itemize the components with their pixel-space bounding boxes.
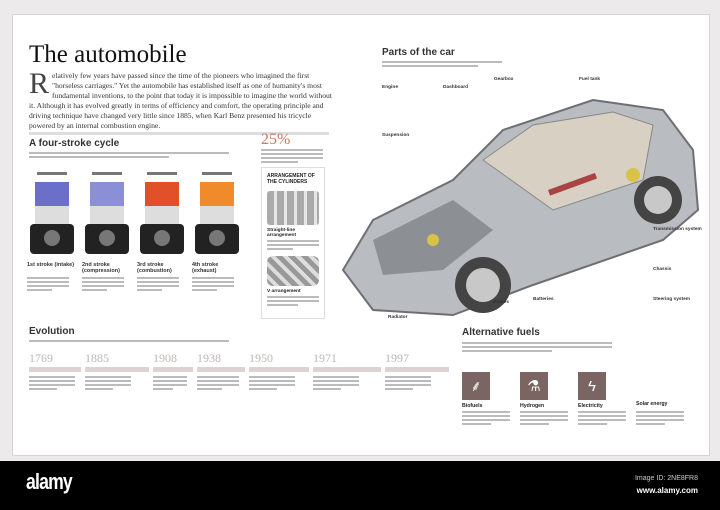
timeline-segment (249, 367, 309, 372)
divider (29, 132, 329, 135)
stroke-label: 3rd stroke (combustion) (137, 262, 172, 274)
timeline-description (385, 376, 431, 392)
timeline-description (249, 376, 295, 392)
timeline-year: 1971 (313, 351, 337, 365)
efficiency-value: 25% (261, 131, 291, 148)
stroke-description (27, 277, 69, 293)
car-part-label: Gearbox (494, 77, 514, 82)
alamy-logo: alamy (26, 469, 73, 494)
stroke-label: 4th stroke (exhaust) (192, 262, 219, 274)
car-part-label: Dashboard (443, 85, 469, 90)
cylinder-arrangement-box: ARRANGEMENT OF THE CYLINDERS Straight-li… (261, 167, 325, 319)
hydrogen-icon: ⚗ (520, 372, 548, 400)
timeline-segment (313, 367, 381, 372)
car-cutaway-illustration (341, 98, 700, 317)
car-part-label: Batteries (533, 297, 554, 302)
page-title: The automobile (29, 41, 187, 68)
car-part-label: Fuel tank (579, 77, 601, 82)
leaf-icon: ⸙ (462, 372, 490, 400)
straight-cylinders-image (267, 191, 319, 225)
timeline-description (153, 376, 187, 392)
timeline-description (313, 376, 359, 392)
evolution-description (29, 340, 229, 344)
stroke-description (192, 277, 234, 293)
intro-body: elatively few years have passed since th… (29, 71, 332, 130)
timeline-year: 1950 (249, 351, 273, 365)
timeline-description (29, 376, 75, 392)
timeline-segment (153, 367, 193, 372)
alt-fuels-heading: Alternative fuels (462, 327, 540, 338)
timeline-description (85, 376, 131, 392)
stroke-label: 2nd stroke (compression) (82, 262, 120, 274)
v-cylinders-image (267, 256, 319, 286)
fuel-label: Biofuels (462, 403, 483, 409)
timeline-segment (385, 367, 449, 372)
stroke-description (137, 277, 179, 293)
efficiency-description (261, 149, 323, 165)
car-part-label: Steering system (653, 297, 691, 302)
fuel-description (636, 411, 684, 427)
four-stroke-description (29, 152, 229, 160)
site-url: www.alamy.com (636, 486, 698, 495)
car-part-label: Radiator (388, 315, 408, 320)
car-part-label: Brakes (493, 300, 510, 305)
car-part-label: Chassis (653, 267, 672, 272)
timeline-description (197, 376, 239, 392)
timeline-year: 1908 (153, 351, 177, 365)
engine-cylinder-diagram (82, 172, 132, 256)
stroke-description (82, 277, 124, 293)
timeline-segment (85, 367, 149, 372)
timeline-segment (197, 367, 245, 372)
timeline-segment (29, 367, 81, 372)
timeline-year: 1769 (29, 351, 53, 365)
timeline-year: 1938 (197, 351, 221, 365)
car-part-label: Suspension (382, 133, 410, 138)
engine-cylinder-diagram (27, 172, 77, 256)
image-id: Image ID: 2NE8FR8 (634, 475, 698, 482)
evolution-heading: Evolution (29, 326, 75, 337)
parts-heading: Parts of the car (382, 47, 455, 58)
timeline-year: 1997 (385, 351, 409, 365)
fuel-description (462, 411, 510, 427)
lightning-icon: ϟ (578, 372, 606, 400)
watermark-footer: alamy Image ID: 2NE8FR8 www.alamy.com (0, 461, 720, 510)
car-part-label: Transmission system (653, 227, 702, 232)
arrangement-heading: ARRANGEMENT OF THE CYLINDERS (267, 173, 315, 185)
timeline-year: 1885 (85, 351, 109, 365)
straight-arrangement-label: Straight-line arrangement (267, 228, 297, 238)
fuel-description (520, 411, 568, 427)
v-arrangement-label: V arrangement (267, 289, 301, 294)
parts-description (382, 61, 502, 69)
alt-fuels-description (462, 342, 612, 354)
fuel-description (578, 411, 626, 427)
image-info: Image ID: 2NE8FR8 www.alamy.com (635, 473, 698, 498)
fuel-label: Electricity (578, 403, 603, 409)
four-stroke-heading: A four-stroke cycle (29, 138, 120, 149)
drop-cap: R (29, 67, 50, 100)
car-part-label: Engine (382, 85, 398, 90)
engine-cylinder-diagram (192, 172, 242, 256)
fuel-label: Solar energy (636, 401, 668, 407)
engine-cylinder-diagram (137, 172, 187, 256)
stroke-label: 1st stroke (intake) (27, 262, 75, 268)
fuel-label: Hydrogen (520, 403, 545, 409)
